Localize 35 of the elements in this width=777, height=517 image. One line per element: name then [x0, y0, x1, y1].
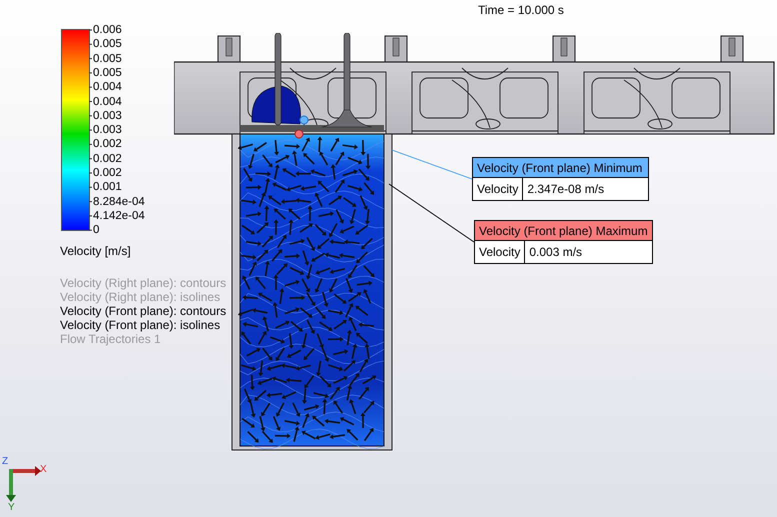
axis-label: Y	[8, 501, 15, 515]
scale-tick-label: 0.001	[93, 180, 122, 194]
legend-item: Velocity (Front plane): contours	[60, 304, 226, 318]
scale-tick-label: 0.005	[93, 66, 122, 80]
scale-tick-label: 4.142e-04	[93, 208, 145, 223]
table-header: Velocity (Front plane) Minimum	[473, 158, 648, 178]
table-cell-text: 0.003 m/s	[528, 244, 584, 261]
legend-item: Velocity (Right plane): contours	[60, 276, 226, 290]
scale-tick-label: 8.284e-04	[93, 194, 145, 209]
legend-item: Velocity (Right plane): isolines	[60, 290, 220, 304]
scale-tick-label: 0.004	[93, 94, 122, 108]
axis-label: X	[40, 463, 47, 477]
legend-item: Velocity (Front plane): isolines	[60, 318, 220, 332]
table-cell: Velocity	[473, 178, 524, 200]
scale-tick-label: 0.003	[93, 123, 122, 138]
scale-tick-label: 0.006	[93, 23, 122, 37]
time-label: Time = 10.000 s	[478, 3, 564, 17]
scale-tick-label: 0.003	[93, 108, 122, 123]
scale-tick-label: 0.005	[93, 52, 122, 66]
scale-tick-label: 0	[93, 223, 100, 238]
scale-tick-label: 0.005	[93, 37, 122, 52]
axis-label: Z	[2, 455, 8, 469]
table-cell: Velocity	[475, 241, 526, 263]
leader-line	[392, 150, 472, 180]
result-table	[474, 220, 653, 264]
scale-tick-label: 0.002	[93, 152, 122, 166]
result-table	[472, 157, 649, 201]
scale-tick-label: 0.002	[93, 166, 122, 180]
leader-line	[388, 184, 474, 242]
table-cell-text: 2.347e-08 m/s	[526, 181, 606, 198]
legend-item: Flow Trajectories 1	[60, 332, 161, 346]
table-header: Velocity (Front plane) Maximum	[475, 221, 652, 241]
scale-tick-label: 0.002	[93, 137, 122, 152]
scale-tick-label: 0.004	[93, 80, 122, 94]
scale-title: Velocity [m/s]	[60, 244, 131, 258]
